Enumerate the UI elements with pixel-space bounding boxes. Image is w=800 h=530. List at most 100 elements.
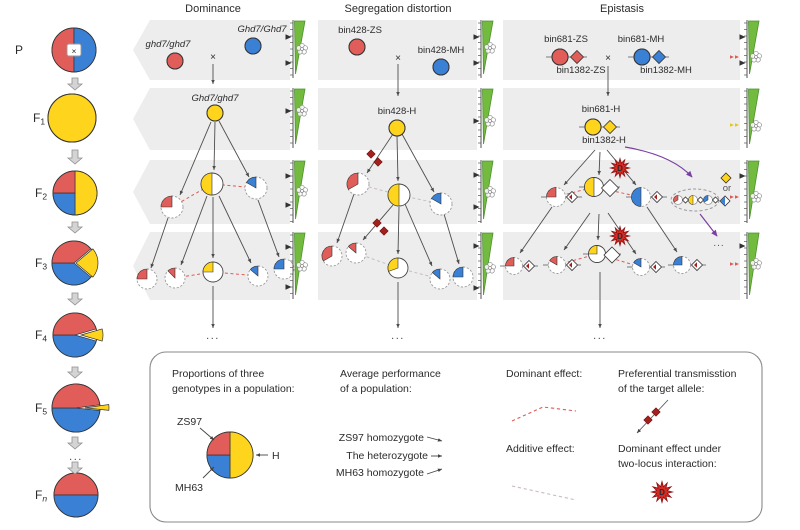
scale-marker [739, 60, 746, 66]
flower-center [754, 124, 758, 128]
transmission-bead-icon [373, 157, 383, 167]
epistasis-f1-top-label: bin681-H [582, 104, 621, 115]
population-pie-slice [160, 195, 173, 208]
scale-marker [285, 173, 292, 179]
epistasis-title: Epistasis [600, 3, 645, 15]
flow-arrow [597, 151, 601, 176]
allele-diamond [603, 246, 621, 264]
pie-slice [52, 192, 76, 216]
dominance-f1-label: Ghd7/ghd7 [191, 93, 239, 104]
d-star-letter: D [617, 232, 623, 241]
legend-pointer-arrow [426, 436, 443, 442]
gen-label-fn: Fn [35, 488, 47, 504]
scale-marker [285, 34, 292, 40]
transmission-bead-icon [379, 226, 389, 236]
population-pie-slice [347, 242, 357, 254]
flow-arrow [180, 195, 208, 266]
segregation-parent-right-label: bin428-MH [418, 45, 465, 56]
population-pie-slice [346, 172, 359, 190]
legend-transmission-label-2: of the target allele: [618, 383, 704, 395]
transmission-bead-icon [643, 415, 653, 425]
performance-gradient-wedge [294, 88, 306, 145]
scale-dot [730, 195, 734, 199]
population-pie-slice [584, 177, 595, 197]
flower-icon [296, 104, 308, 117]
next-generation-arrow [66, 221, 84, 234]
gen-label-f3: F3 [35, 256, 47, 272]
pie-slice [51, 383, 101, 409]
flow-arrow [396, 135, 400, 182]
flow-arrow [401, 133, 435, 193]
scale-marker [285, 284, 292, 290]
performance-gradient-wedge [748, 88, 760, 145]
legend-interaction-label-1: Dominant effect under [618, 443, 722, 455]
dominant-interaction-star-icon [608, 224, 632, 248]
dominance-parent-left-label: ghd7/ghd7 [146, 39, 192, 50]
population-pie-slice [546, 187, 557, 198]
next-generation-arrow [66, 436, 84, 450]
flow-arrow [563, 149, 596, 186]
transmission-bead-icon [366, 149, 376, 159]
next-generation-arrow [66, 366, 84, 379]
population-pie-slice [633, 258, 642, 268]
performance-scale [730, 232, 762, 299]
flow-arrow [179, 121, 212, 196]
population-pie-slice [431, 192, 442, 205]
flower-center [754, 55, 758, 59]
flow-arrows [150, 64, 718, 329]
generation-pies [47, 27, 110, 518]
or-mh-diamond-half [720, 196, 725, 206]
scale-marker [473, 118, 480, 124]
flower-icon [296, 42, 308, 55]
d-star-letter: D [659, 488, 665, 497]
flow-arrow [366, 133, 394, 174]
flower-icon [750, 50, 762, 63]
population-pie-slice [588, 245, 598, 255]
flower-icon [484, 185, 496, 198]
segregation-ellipsis: ... [391, 330, 405, 342]
epistasis-parent-right-bottom-label: bin1382-MH [640, 65, 692, 76]
flower-icon [750, 119, 762, 132]
population-pie-slice [200, 172, 213, 196]
population-nodes: DD [136, 37, 732, 290]
scale-marker [473, 204, 480, 210]
gen-label-f5: F5 [35, 401, 47, 417]
flow-arrow [646, 206, 678, 253]
performance-gradient-wedge [748, 160, 760, 220]
scale-dot [735, 55, 739, 59]
performance-scale [285, 88, 308, 148]
next-generation-arrow [66, 461, 84, 475]
pie-slice [52, 334, 97, 358]
pie-slice [432, 58, 450, 76]
scale-marker [473, 34, 480, 40]
transmission-bead-icon [651, 407, 661, 417]
gen-f2-sub: 2 [42, 192, 47, 202]
pie-slice [52, 170, 76, 194]
flow-arrow [212, 121, 216, 171]
flower-center [754, 195, 758, 199]
dominant-effect-icon [511, 406, 577, 422]
pie-slice [51, 27, 75, 73]
pie-slice [51, 240, 92, 264]
scale-marker [285, 244, 292, 250]
segregation-band [318, 20, 477, 80]
allele-diamond-marker [653, 264, 656, 270]
flower-icon [484, 41, 496, 54]
additive-effect-dash [355, 252, 441, 280]
flow-arrow [563, 212, 591, 251]
pie-slice [244, 37, 262, 55]
allele-diamond-marker [569, 262, 572, 268]
flower-icon [484, 261, 496, 274]
flow-arrow [218, 195, 252, 264]
mini-population-pie-slice [673, 195, 679, 203]
gen-label-f2: F2 [35, 186, 47, 202]
legend-zs97-label: ZS97 [177, 416, 202, 428]
allele-diamond-marker [526, 263, 529, 269]
legend-zs97-homozygote-label: ZS97 homozygote [339, 432, 424, 444]
flow-arrow [396, 206, 400, 255]
flow-arrow [336, 193, 355, 244]
pie-slice [47, 93, 97, 143]
epistasis-band [503, 232, 740, 300]
population-pie-slice [249, 265, 259, 277]
